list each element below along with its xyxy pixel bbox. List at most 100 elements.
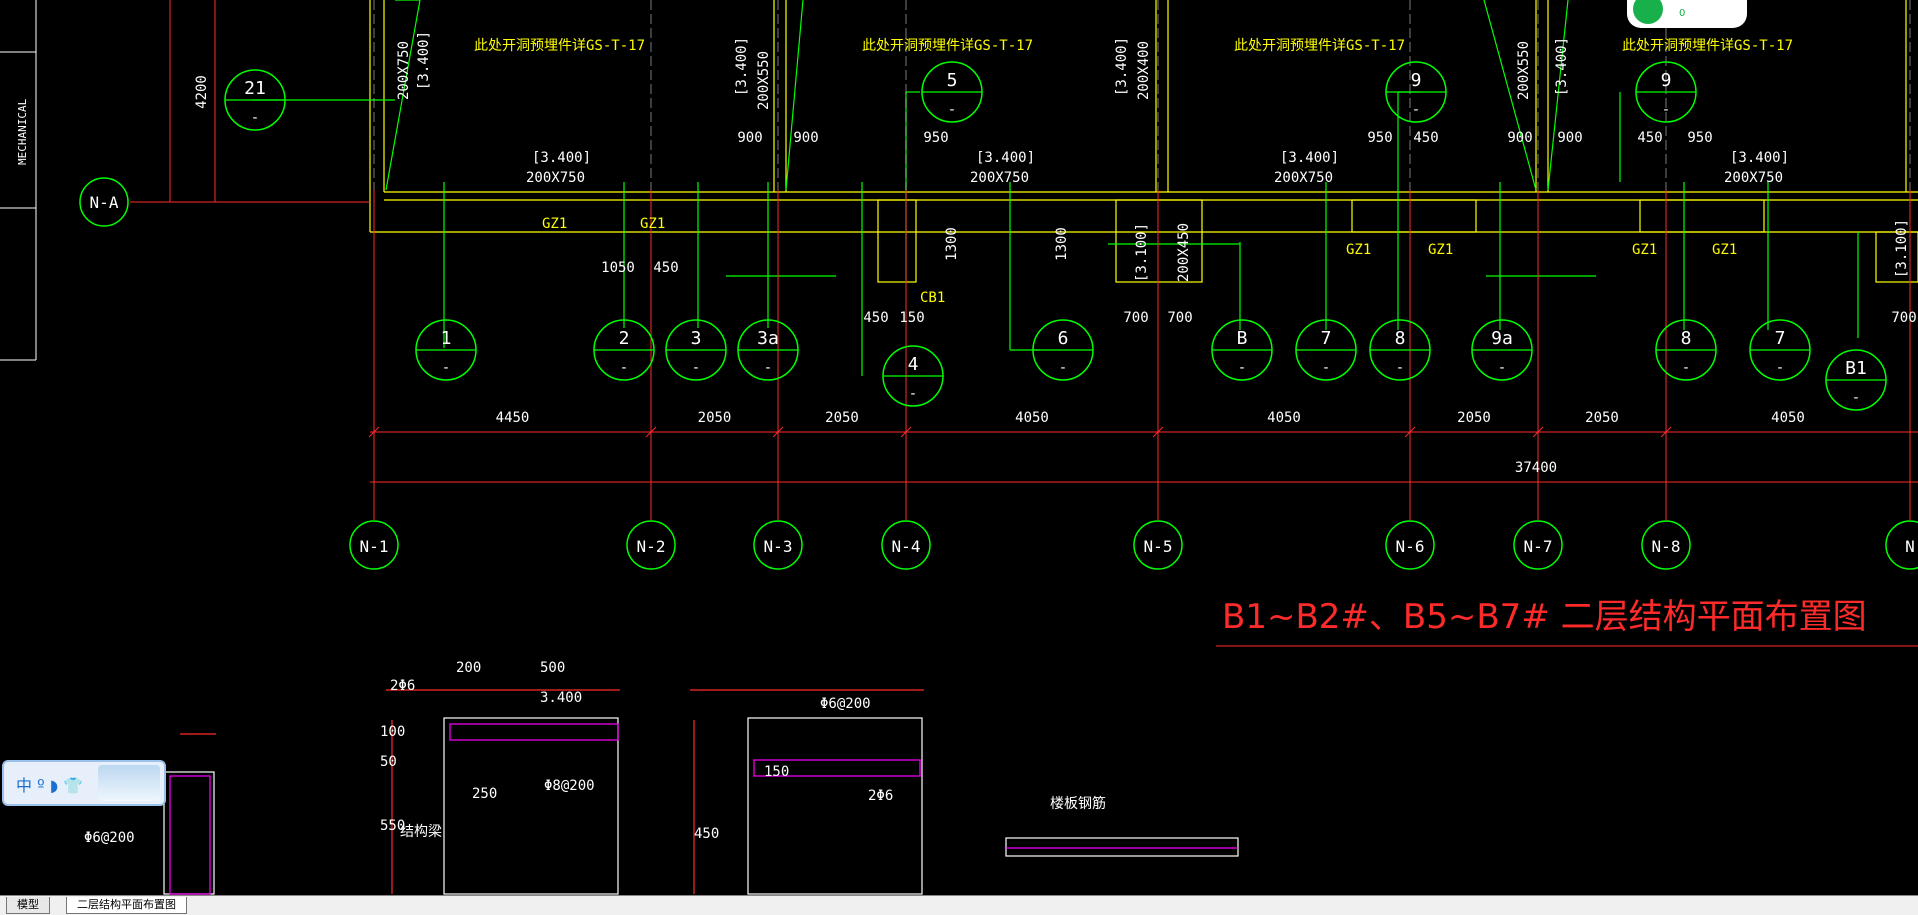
- embedded-note-2: 此处开洞预埋件详GS-T-17: [862, 38, 1033, 54]
- section-text: 100: [380, 724, 405, 740]
- dim-tick: [900, 426, 912, 438]
- grid-bubble: [1641, 520, 1691, 570]
- callout-label: B: [1237, 328, 1248, 349]
- section-text: 3.400: [540, 690, 582, 706]
- gz-tag-4: GZ1: [1428, 242, 1453, 258]
- grid-bubble: [349, 520, 399, 570]
- section-text: 250: [472, 786, 497, 802]
- section-text: 450: [694, 826, 719, 842]
- wall-lines: [369, 0, 1918, 283]
- beam-tag-vert-3: [3.400]: [1114, 37, 1130, 96]
- span-dim-label: 2050: [698, 410, 732, 426]
- callout-sub: -: [1322, 360, 1330, 376]
- total-dim-label: 37400: [1515, 460, 1557, 476]
- grid-bubble: [753, 520, 803, 570]
- grid-label: N-4: [892, 537, 921, 556]
- beam-size-vert-3: 200X400: [1136, 41, 1152, 100]
- callout-label: 9a: [1491, 328, 1513, 349]
- cb-tag: CB1: [920, 290, 945, 306]
- callout-label: 4: [908, 354, 919, 375]
- row-axis-bubble: N-A 4200: [79, 75, 210, 227]
- section-text: 50: [380, 754, 397, 770]
- elevation-tag-2: [3.100]: [1894, 219, 1910, 278]
- callout-sub: -: [1776, 360, 1784, 376]
- dim-tick: [368, 426, 380, 438]
- beam-tag-vert-1: [3.400]: [416, 31, 432, 90]
- span-dim-label: 4050: [1267, 410, 1301, 426]
- callout-sub: -: [1238, 360, 1246, 376]
- beam-size-2: 200X750: [970, 170, 1029, 186]
- beam-tags: [3.400] 200X750 [3.400] 200X750 [3.400] …: [396, 31, 1910, 282]
- callout-label: 3: [691, 328, 702, 349]
- section-text: Φ6@200: [820, 696, 871, 712]
- span-dim-label: 4450: [496, 410, 530, 426]
- beam-size-4: 200X750: [1724, 170, 1783, 186]
- callout-label: 2: [619, 328, 630, 349]
- tab-second-floor-plan[interactable]: 二层结构平面布置图: [66, 897, 187, 914]
- bottom-callouts: 1-2-3-3a-4-6-B-7-8-9a-8-7-B1-: [415, 319, 1887, 411]
- side-label: MECHANICAL: [16, 98, 29, 165]
- grid-label: N-2: [637, 537, 666, 556]
- left-side-panel: MECHANICAL: [0, 0, 37, 361]
- wifi-status-widget[interactable]: 0: [1627, 0, 1747, 28]
- beam-tag-2: [3.400]: [976, 150, 1035, 166]
- small-dim-label: 950: [1687, 130, 1712, 146]
- column-tags: GZ1 GZ1 GZ1 GZ1 GZ1 GZ1 CB1: [542, 216, 1737, 306]
- row-dim-label: 4200: [194, 75, 210, 109]
- grid-label: N-1: [360, 537, 389, 556]
- gz-tag-6: GZ1: [1712, 242, 1737, 258]
- side-panel: [0, 0, 36, 360]
- grid-bubble: [881, 520, 931, 570]
- callout-label: 3a: [757, 328, 779, 349]
- callout-label: 9: [1411, 70, 1422, 91]
- small-dim-label: 900: [1507, 130, 1532, 146]
- beam-size-vert-1: 200X750: [396, 41, 412, 100]
- callout-sub: -: [1396, 360, 1404, 376]
- gz-tag-2: GZ1: [640, 216, 665, 232]
- dimension-lines: [130, 0, 1918, 647]
- grid-label: N-7: [1524, 537, 1553, 556]
- section-text: 结构梁: [400, 824, 442, 840]
- embedded-notes: 此处开洞预埋件详GS-T-17 此处开洞预埋件详GS-T-17 此处开洞预埋件详…: [474, 38, 1793, 54]
- ime-status-text: 中 º ◗ 👕: [16, 776, 84, 795]
- leader-lines: [252, 0, 1859, 376]
- embedded-note-1: 此处开洞预埋件详GS-T-17: [474, 38, 645, 54]
- ime-skin-image: [98, 765, 160, 801]
- elevation-tag-1: [3.100]: [1134, 223, 1150, 282]
- callout-label: 9: [1661, 70, 1672, 91]
- callout-sub: -: [692, 360, 700, 376]
- callout-label: 6: [1058, 328, 1069, 349]
- gz-tag-3: GZ1: [1346, 242, 1371, 258]
- span-dim-label: 2050: [1457, 410, 1491, 426]
- span-dim-label: 4050: [1015, 410, 1049, 426]
- span-dim-label: 4050: [1771, 410, 1805, 426]
- grid-label: N-8: [1652, 537, 1681, 556]
- embedded-note-3: 此处开洞预埋件详GS-T-17: [1234, 38, 1405, 54]
- dim-tick: [772, 426, 784, 438]
- dim-tick: [1660, 426, 1672, 438]
- small-dim-label: 900: [1557, 130, 1582, 146]
- dim-tick: [645, 426, 657, 438]
- embedded-note-4: 此处开洞预埋件详GS-T-17: [1622, 38, 1793, 54]
- section-text: 200: [456, 660, 481, 676]
- callout-label: 7: [1321, 328, 1332, 349]
- section-detail-1: [163, 689, 1239, 895]
- tab-model[interactable]: 模型: [6, 897, 50, 914]
- span-dim-label: 2050: [1585, 410, 1619, 426]
- small-dim-label: 700: [1123, 310, 1148, 326]
- callout-sub: -: [1682, 360, 1690, 376]
- drawing-title: B1~B2#、B5~B7# 二层结构平面布置图: [1222, 597, 1867, 637]
- beam-tag-1: [3.400]: [532, 150, 591, 166]
- callout-sub: -: [1412, 102, 1420, 118]
- callout-label: 5: [947, 70, 958, 91]
- ime-toolbar[interactable]: 中 º ◗ 👕: [2, 760, 166, 806]
- section-text: Φ8@200: [544, 778, 595, 794]
- callout-sub: -: [251, 110, 259, 126]
- grid-label: N-6: [1396, 537, 1425, 556]
- small-dim-label: 450: [863, 310, 888, 326]
- small-dim-label: 950: [1367, 130, 1392, 146]
- small-dim-label: 700: [1891, 310, 1916, 326]
